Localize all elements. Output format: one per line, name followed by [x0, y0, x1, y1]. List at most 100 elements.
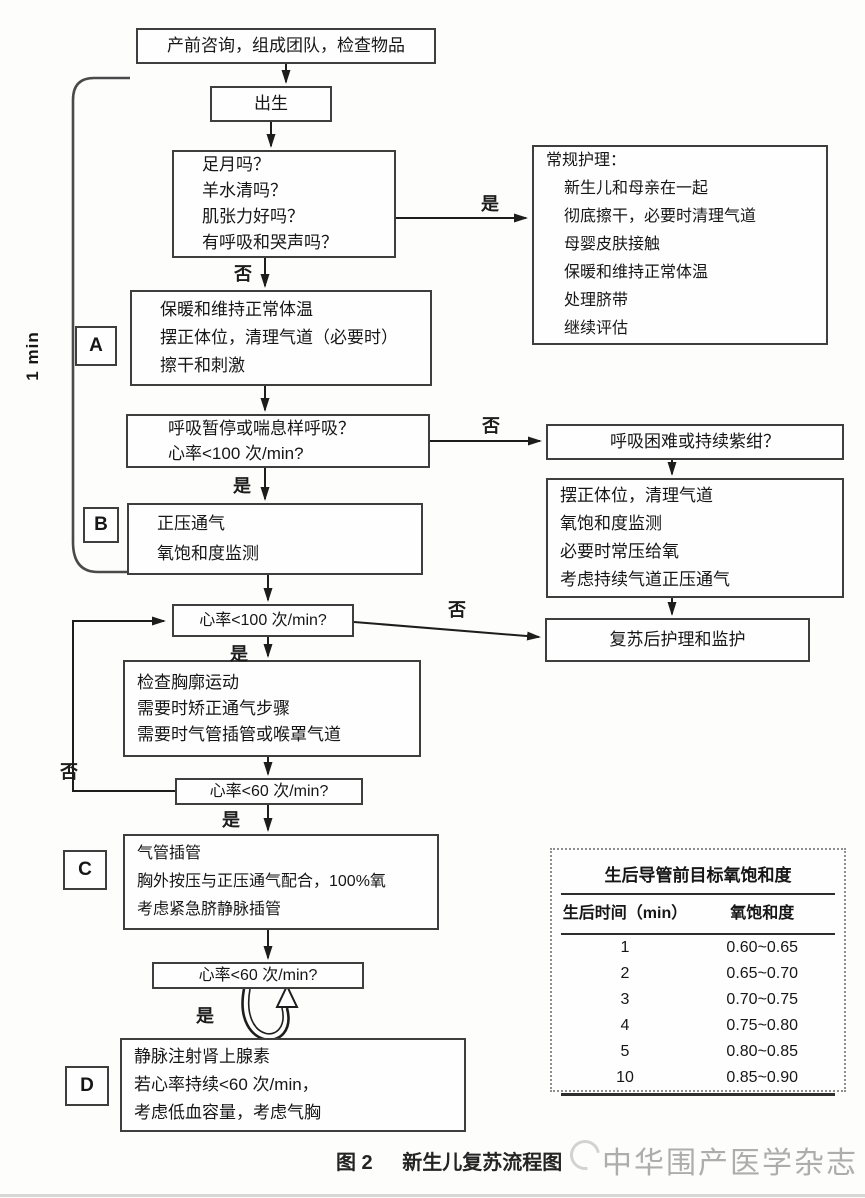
step-c-line: 气管插管: [137, 845, 202, 862]
flow-box-post-resuscitation-care: 复苏后护理和监护: [545, 618, 810, 662]
flow-box-step-c: 气管插管 胸外按压与正压通气配合，100%氧 考虑紧急脐静脉插管: [123, 834, 439, 930]
cyanosis-text: 呼吸困难或持续紫绀？: [610, 432, 780, 451]
cell-time: 5: [620, 1043, 630, 1060]
bottom-divider: [0, 1194, 865, 1197]
one-minute-label: 1 min: [23, 331, 42, 381]
cell-sat: 0.80~0.85: [726, 1043, 799, 1060]
col-header-time: 生后时间（min）: [562, 904, 688, 922]
antenatal-text: 产前咨询，组成团队，检查物品: [167, 36, 405, 55]
step-label-a: A: [75, 326, 117, 366]
step-d-line: 静脉注射肾上腺素: [134, 1047, 270, 1066]
birth-text: 出生: [254, 94, 288, 113]
hr100-text: 心率<100 次/min?: [199, 611, 327, 629]
table-row: 10 0.85~0.90: [552, 1065, 844, 1091]
step-c-line: 胸外按压与正压通气配合，100%氧: [137, 873, 386, 890]
flow-box-apnea-check: 呼吸暂停或喘息样呼吸？ 心率<100 次/min?: [126, 414, 430, 468]
decision-label-yes: 是: [233, 476, 251, 496]
table-row: 1 0.60~0.65: [552, 935, 844, 961]
routine-care-item: 彻底擦干，必要时清理气道: [564, 208, 757, 225]
saturation-table-title: 生后导管前目标氧饱和度: [604, 866, 792, 885]
routine-care-item: 新生儿和母亲在一起: [564, 180, 709, 197]
flow-box-step-a: 保暖和维持正常体温 摆正体位，清理气道（必要时） 擦干和刺激: [130, 290, 432, 386]
routine-care-item: 继续评估: [564, 320, 629, 337]
routine-care-item: 母婴皮肤接触: [564, 236, 661, 253]
cell-time: 4: [620, 1017, 630, 1034]
step-label-b-text: B: [94, 514, 108, 535]
step-b-line: 正压通气: [157, 514, 225, 533]
routine-care-item: 处理脐带: [564, 292, 629, 309]
decision-label-yes: 是: [481, 194, 499, 214]
step-label-b: B: [83, 507, 119, 543]
flow-box-hr60-repeat-check: 心率<60 次/min?: [152, 962, 364, 989]
routine-care-title: 常规护理：: [546, 152, 627, 169]
flow-box-chest-movement: 检查胸廓运动 需要时矫正通气步骤 需要时气管插管或喉罩气道: [123, 660, 421, 757]
flow-box-hr60-check: 心率<60 次/min?: [175, 778, 363, 805]
table-row: 5 0.80~0.85: [552, 1039, 844, 1065]
arrow-hr100-no-postcare: [353, 621, 541, 641]
table-row: 4 0.75~0.80: [552, 1013, 844, 1039]
flow-box-step-b: 正压通气 氧饱和度监测: [127, 503, 423, 575]
step-label-c: C: [63, 850, 107, 890]
table-rule: [561, 1093, 835, 1096]
flow-box-antenatal: 产前咨询，组成团队，检查物品: [136, 28, 436, 64]
cell-time: 10: [616, 1069, 634, 1086]
flow-box-birth: 出生: [210, 86, 332, 122]
cell-sat: 0.70~0.75: [726, 991, 799, 1008]
target-saturation-table: 生后导管前目标氧饱和度 生后时间（min） 氧饱和度 1 0.60~0.65 2…: [550, 848, 846, 1096]
table-rule: [561, 893, 835, 895]
chest-line: 需要时气管插管或喉罩气道: [137, 724, 341, 744]
flow-box-cyanosis-check: 呼吸困难或持续紫绀？: [546, 424, 844, 460]
question-line: 肌张力好吗？: [202, 207, 304, 226]
position-line: 摆正体位，清理气道: [560, 486, 713, 505]
one-minute-bracket: [71, 76, 132, 574]
chest-line: 需要时矫正通气步骤: [137, 698, 290, 718]
decision-label-yes: 是: [196, 1006, 214, 1026]
step-label-a-text: A: [89, 335, 103, 356]
hr60-repeat-text: 心率<60 次/min?: [198, 966, 318, 984]
position-line: 考虑持续气道正压通气: [560, 570, 730, 589]
flow-box-assessment-questions: 足月吗？ 羊水清吗？ 肌张力好吗？ 有呼吸和哭声吗？: [172, 150, 396, 258]
table-row: 2 0.65~0.70: [552, 961, 844, 987]
decision-label-no: 否: [234, 264, 252, 284]
saturation-table-header: 生后时间（min） 氧饱和度: [552, 895, 844, 926]
repeat-loop-arrow: [241, 983, 299, 1041]
step-label-d: D: [65, 1066, 109, 1106]
cell-sat: 0.85~0.90: [726, 1069, 799, 1086]
col-header-sat: 氧饱和度: [730, 904, 795, 922]
position-line: 必要时常压给氧: [560, 542, 679, 561]
step-a-line: 擦干和刺激: [160, 356, 245, 375]
figure-title: 新生儿复苏流程图: [402, 1152, 563, 1174]
step-a-line: 保暖和维持正常体温: [160, 300, 313, 319]
journal-watermark: 中华围产医学杂志: [602, 1147, 858, 1180]
decision-label-no: 否: [60, 762, 78, 782]
flow-box-step-d: 静脉注射肾上腺素 若心率持续<60 次/min， 考虑低血容量，考虑气胸: [120, 1038, 466, 1132]
cell-time: 1: [620, 939, 630, 956]
cell-sat: 0.75~0.80: [726, 1017, 799, 1034]
figure-number: 图 2: [336, 1152, 373, 1174]
step-d-line: 考虑低血容量，考虑气胸: [134, 1103, 321, 1122]
question-line: 足月吗？: [202, 155, 270, 174]
step-label-c-text: C: [78, 859, 92, 880]
decision-label-yes: 是: [230, 644, 248, 664]
apnea-line: 心率<100 次/min?: [168, 444, 304, 463]
flow-box-routine-care: 常规护理： 新生儿和母亲在一起 彻底擦干，必要时清理气道 母婴皮肤接触 保暖和维…: [532, 145, 828, 345]
hr60-text: 心率<60 次/min?: [209, 782, 329, 800]
decision-label-no: 否: [482, 416, 500, 436]
chest-line: 检查胸廓运动: [137, 672, 239, 692]
question-line: 羊水清吗？: [202, 181, 287, 200]
table-row: 3 0.70~0.75: [552, 987, 844, 1013]
journal-logo-mark: [564, 1134, 606, 1176]
step-label-d-text: D: [80, 1075, 94, 1096]
question-line: 有呼吸和哭声吗？: [202, 233, 338, 252]
cell-sat: 0.60~0.65: [726, 939, 799, 956]
step-b-line: 氧饱和度监测: [157, 544, 259, 563]
cell-sat: 0.65~0.70: [726, 965, 799, 982]
table-rule: [561, 933, 835, 935]
step-d-line: 若心率持续<60 次/min，: [134, 1075, 319, 1094]
flow-box-position-airway: 摆正体位，清理气道 氧饱和度监测 必要时常压给氧 考虑持续气道正压通气: [546, 478, 844, 598]
routine-care-item: 保暖和维持正常体温: [564, 264, 709, 281]
decision-label-yes: 是: [222, 810, 240, 830]
cell-time: 3: [620, 991, 630, 1008]
cell-time: 2: [620, 965, 630, 982]
